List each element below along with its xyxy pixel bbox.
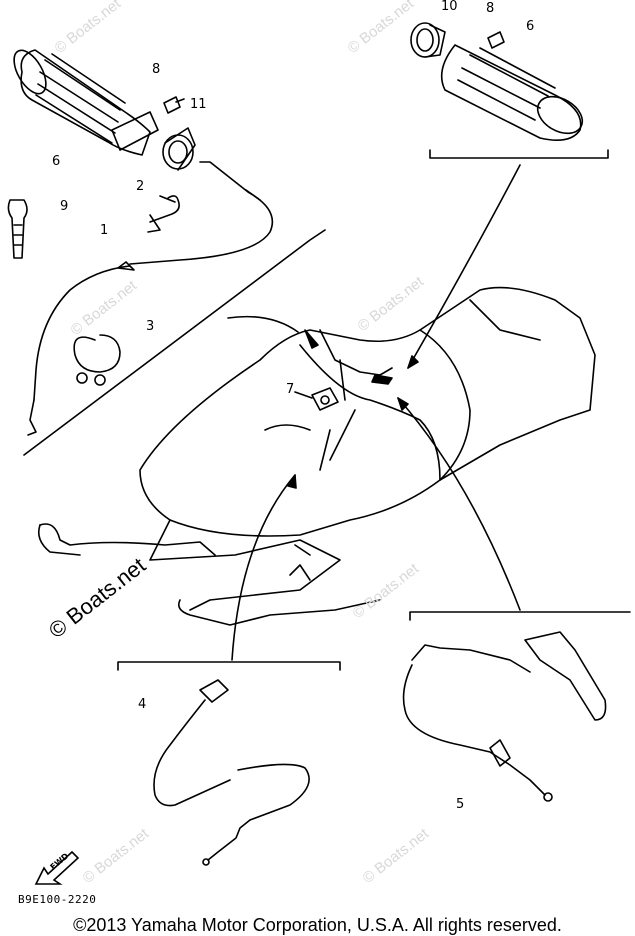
- callout-3: 3: [146, 319, 155, 334]
- pointer-throttle: [227, 315, 299, 333]
- bracket: [147, 195, 180, 233]
- forward-arrow-icon: [34, 850, 80, 885]
- diagram-code: B9E100-2220: [18, 893, 97, 906]
- arrow-marker-left: [304, 329, 319, 349]
- callout-6-right: 6: [526, 19, 535, 34]
- callout-6-left: 6: [52, 154, 61, 169]
- choke-cable: [153, 679, 310, 866]
- callout-8-left: 8: [152, 62, 161, 77]
- callout-7: 7: [286, 382, 295, 397]
- key: [7, 199, 28, 259]
- pointer-arrowhead-3: [397, 397, 409, 411]
- pointer-right-grip: [407, 164, 521, 369]
- callout-10: 10: [441, 0, 458, 14]
- pointer-brake: [397, 397, 521, 611]
- pointer-choke: [231, 474, 296, 661]
- left-screw: [163, 96, 185, 114]
- switch: [294, 387, 339, 411]
- throttle-cable: [27, 161, 274, 436]
- callout-4: 4: [138, 697, 147, 712]
- pointer-arrowhead-2: [287, 474, 297, 489]
- right-grip: [440, 44, 584, 141]
- right-panel-border: [429, 149, 609, 159]
- callout-5: 5: [456, 797, 465, 812]
- clamp: [73, 334, 121, 386]
- callout-8-right: 8: [486, 1, 495, 16]
- right-screw: [487, 31, 505, 49]
- callout-2: 2: [136, 179, 145, 194]
- right-grip-sleeve: [410, 22, 446, 58]
- left-grip: [13, 49, 159, 156]
- left-grip-sleeve: [162, 127, 196, 171]
- arrow-marker-right: [371, 374, 393, 385]
- brake-cable: [402, 631, 607, 802]
- pointer-arrowhead-1: [407, 355, 419, 369]
- callout-11: 11: [190, 97, 207, 112]
- left-panel-border: [23, 229, 326, 456]
- bottom-right-panel-border: [409, 611, 631, 621]
- copyright-notice: ©2013 Yamaha Motor Corporation, U.S.A. A…: [73, 915, 562, 935]
- bottom-left-panel-border: [117, 661, 341, 671]
- callout-9: 9: [60, 199, 69, 214]
- callout-1: 1: [100, 223, 109, 238]
